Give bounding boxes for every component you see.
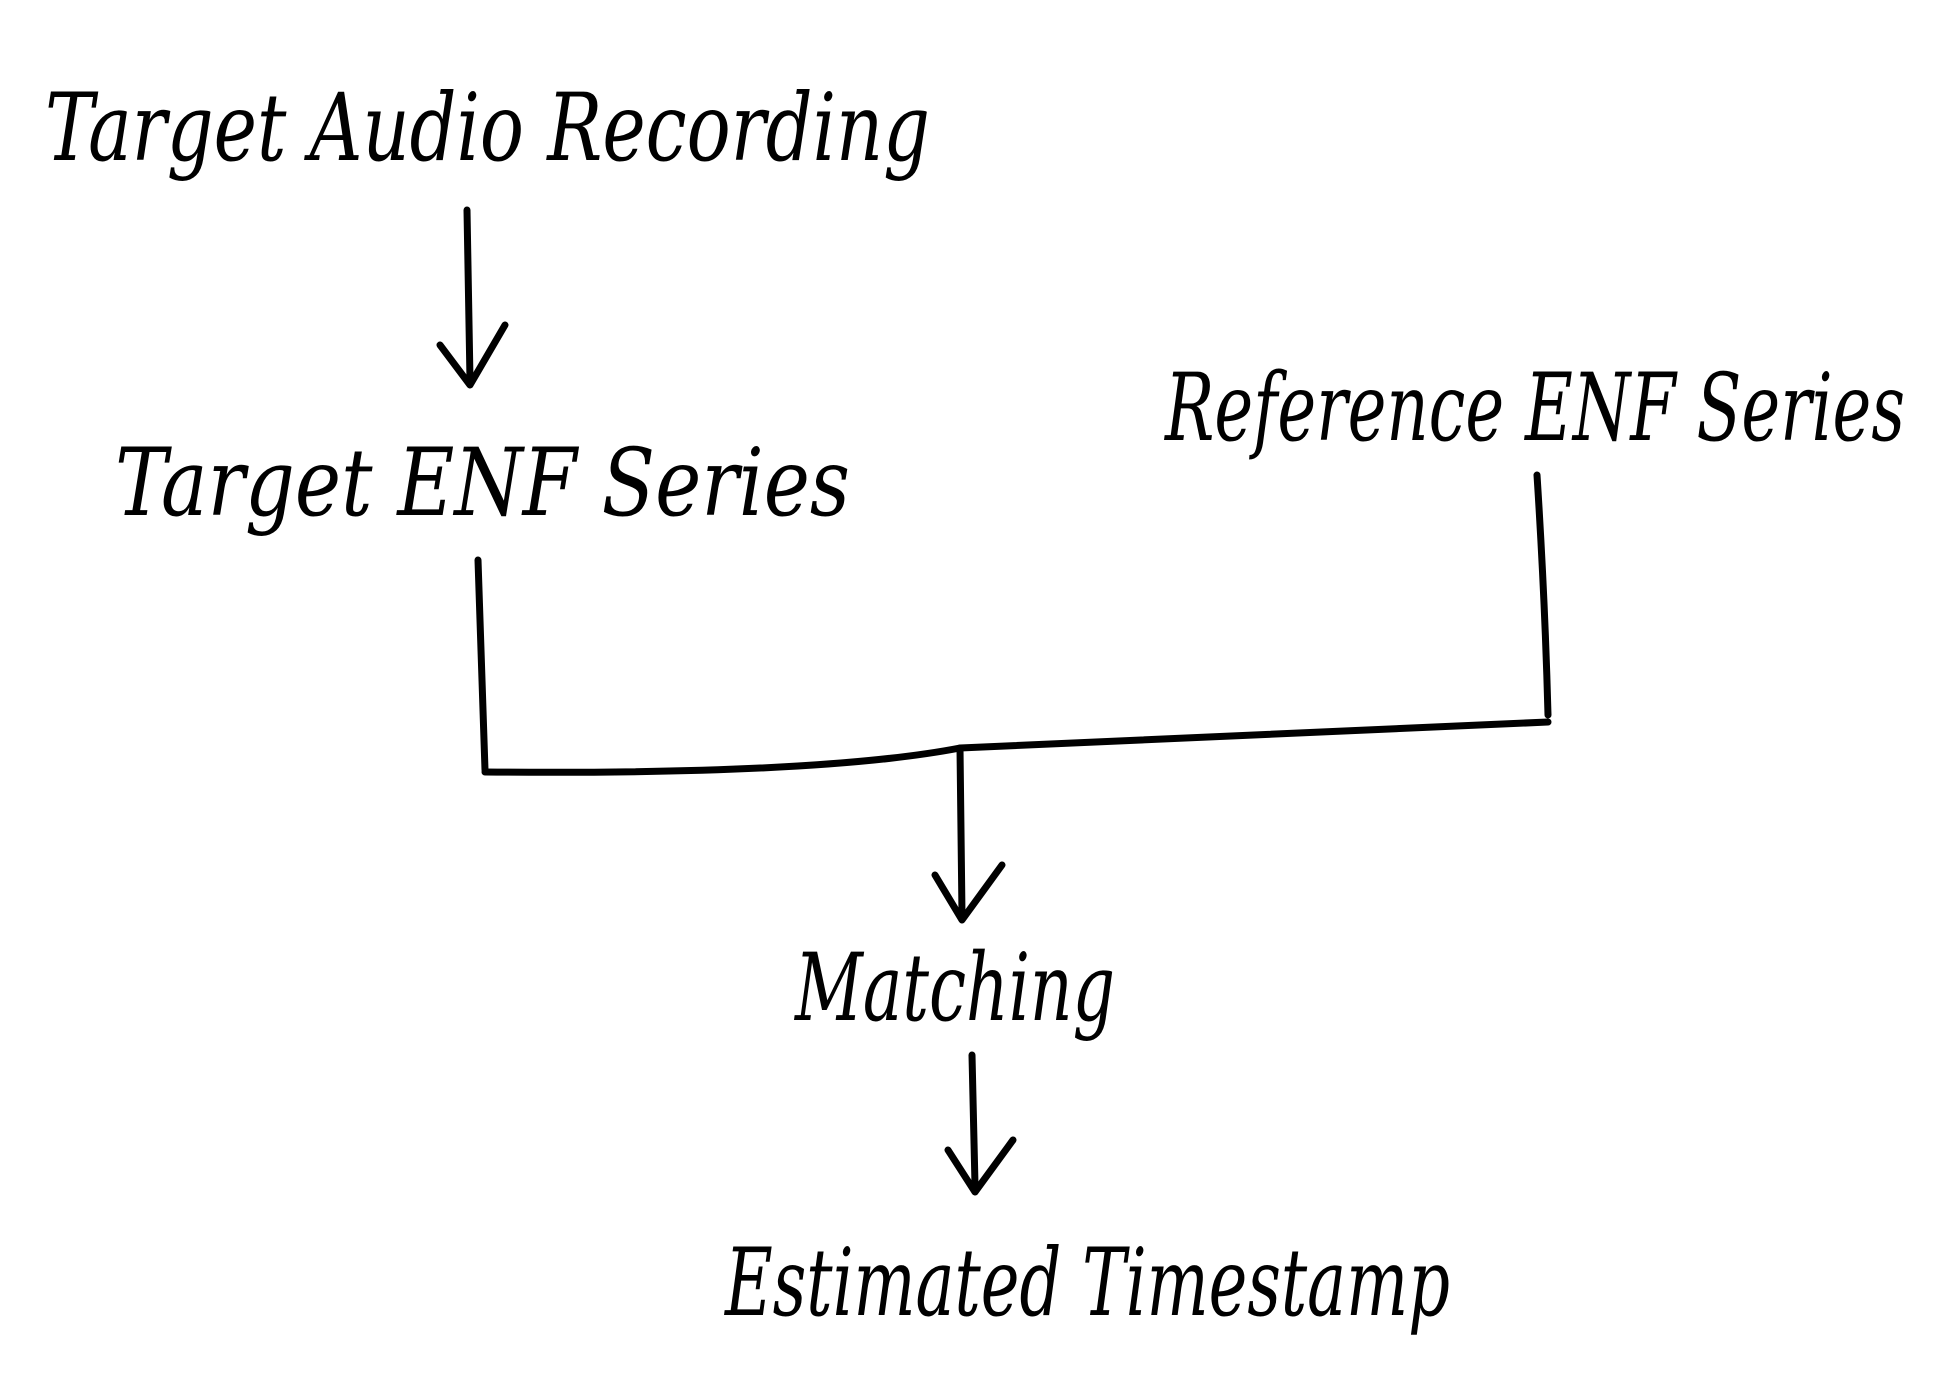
arrowhead-icon (931, 861, 1006, 924)
node-target-enf-series: Target ENF Series (115, 429, 850, 538)
node-target-audio-recording: Target Audio Recording (45, 74, 930, 183)
connector-merge-bar (481, 718, 1552, 776)
arrow-matching-to-timestamp (944, 1051, 1017, 1196)
node-estimated-timestamp: Estimated Timestamp (724, 1229, 1450, 1338)
node-reference-enf-series: Reference ENF Series (1164, 354, 1905, 463)
arrow-audio-to-target-enf (436, 206, 509, 389)
arrow-shaft (463, 206, 474, 384)
connector-reference-enf-down (1533, 471, 1552, 719)
arrowhead-icon (436, 321, 509, 389)
connector-target-enf-down (474, 556, 489, 774)
arrow-merge-to-matching (931, 744, 1006, 924)
arrow-shaft (956, 744, 966, 919)
node-matching: Matching (794, 934, 1115, 1043)
arrow-shaft (968, 1051, 979, 1189)
arrowhead-icon (944, 1136, 1017, 1196)
